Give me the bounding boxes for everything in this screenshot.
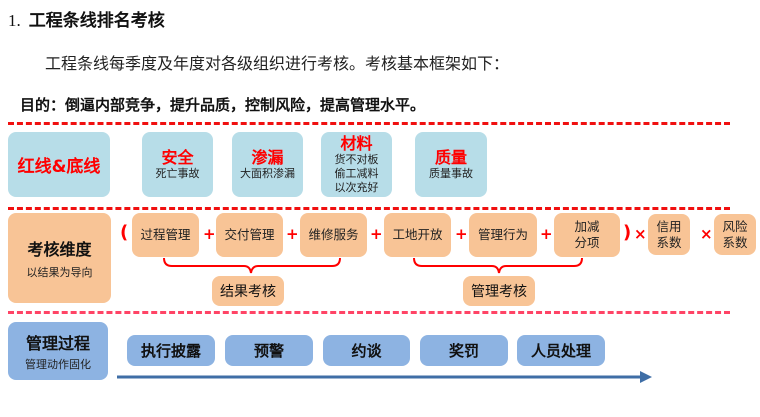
credit-factor-box: 信用 系数	[648, 214, 690, 255]
plus-sign: +	[455, 225, 468, 243]
process-step: 奖罚	[420, 335, 508, 366]
redline-item-safety: 安全死亡事故	[142, 132, 213, 197]
times-sign: ×	[634, 225, 647, 243]
plus-sign: +	[540, 225, 553, 243]
result-assessment-label: 结果考核	[212, 276, 284, 306]
assessment-dimension-box: 考核维度以结果为导向	[8, 213, 111, 303]
close-paren: )	[623, 222, 632, 243]
dimension-item: 管理行为	[469, 213, 537, 257]
open-paren: (	[120, 222, 129, 243]
plus-sign: +	[370, 225, 383, 243]
process-step: 人员处理	[517, 335, 605, 366]
process-step: 预警	[225, 335, 313, 366]
management-process-box: 管理过程管理动作固化	[8, 322, 108, 380]
redline-item-material: 材料货不对板偷工减料以次充好	[321, 132, 392, 197]
risk-factor-box: 风险 系数	[714, 214, 756, 255]
dimension-item: 维修服务	[300, 213, 367, 257]
plus-sign: +	[203, 225, 216, 243]
divider	[8, 207, 730, 210]
divider	[8, 122, 730, 125]
process-step: 约谈	[323, 335, 410, 366]
dimension-item: 过程管理	[132, 213, 199, 257]
brace-result	[163, 257, 341, 274]
redline-item-leakage: 渗漏大面积渗漏	[232, 132, 303, 197]
plus-sign: +	[286, 225, 299, 243]
process-step: 执行披露	[127, 335, 215, 366]
redline-item-quality: 质量质量事故	[415, 132, 487, 197]
dimension-item: 交付管理	[216, 213, 283, 257]
arrow-head	[640, 371, 652, 383]
intro-text: 工程条线每季度及年度对各级组织进行考核。考核基本框架如下：	[45, 54, 510, 73]
dimension-item: 加减 分项	[554, 213, 620, 257]
goal-text: 目的：倒逼内部竞争，提升品质，控制风险，提高管理水平。	[20, 96, 426, 114]
times-sign: ×	[700, 225, 713, 243]
management-assessment-label: 管理考核	[463, 276, 535, 306]
brace-management	[413, 257, 583, 274]
divider	[8, 311, 730, 314]
redline-category-box: 红线&底线	[8, 132, 110, 197]
dimension-item: 工地开放	[384, 213, 451, 257]
section-heading: 1.工程条线排名考核	[8, 11, 165, 31]
